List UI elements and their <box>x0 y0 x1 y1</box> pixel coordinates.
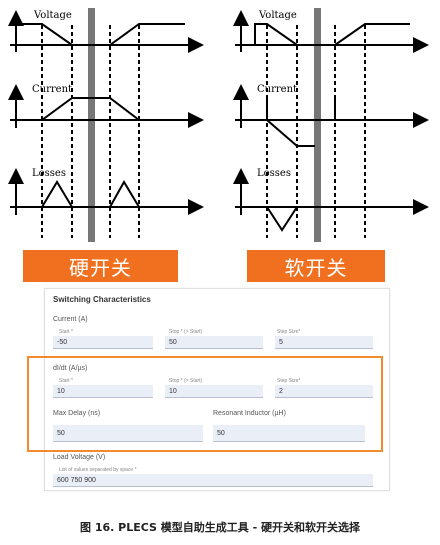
load-voltage-label: Load Voltage (V) <box>53 454 106 461</box>
figure-caption: 图 16. PLECS 模型自助生成工具 - 硬开关和软开关选择 <box>80 521 360 534</box>
didt-start-label: Start * <box>59 378 73 384</box>
current-start-input[interactable]: -50 <box>53 336 153 349</box>
current-stop-input[interactable]: 50 <box>165 336 263 349</box>
didt-step-label: Step Size* <box>277 378 301 384</box>
hard-voltage-label: Voltage <box>34 10 72 21</box>
didt-stop-input[interactable]: 10 <box>165 385 263 398</box>
resonant-inductor-label: Resonant Inductor (µH) <box>213 410 286 417</box>
hard-losses-label: Losses <box>32 168 66 179</box>
soft-switch-button[interactable]: 软开关 <box>247 250 385 282</box>
current-label: Current (A) <box>53 316 88 323</box>
soft-switch-highlight <box>27 356 383 452</box>
hard-switch-waveforms: Voltage Current Losses <box>0 0 215 245</box>
current-start-label: Start * <box>59 329 73 335</box>
switching-characteristics-panel: Switching Characteristics Current (A) St… <box>27 288 390 491</box>
max-delay-label: Max Delay (ns) <box>53 410 101 417</box>
max-delay-input[interactable]: 50 <box>53 425 203 442</box>
didt-step-input[interactable]: 2 <box>275 385 373 398</box>
panel-title: Switching Characteristics <box>53 295 151 304</box>
soft-voltage-label: Voltage <box>259 10 297 21</box>
current-step-label: Step Size* <box>277 329 301 335</box>
load-voltage-sublabel: List of values separated by space * <box>59 467 137 473</box>
didt-label: dI/dt (A/µs) <box>53 365 88 372</box>
didt-stop-label: Stop * (> Start) <box>169 378 203 384</box>
hard-switch-button[interactable]: 硬开关 <box>23 250 178 282</box>
resonant-inductor-input[interactable]: 50 <box>213 425 365 442</box>
current-stop-label: Stop * (> Start) <box>169 329 203 335</box>
load-voltage-input[interactable]: 600 750 900 <box>53 474 373 487</box>
didt-start-input[interactable]: 10 <box>53 385 153 398</box>
soft-current-label: Current <box>257 84 298 95</box>
current-step-input[interactable]: 5 <box>275 336 373 349</box>
hard-current-label: Current <box>32 84 73 95</box>
soft-switch-waveforms: Voltage Current Losses <box>225 0 440 245</box>
soft-losses-label: Losses <box>257 168 291 179</box>
